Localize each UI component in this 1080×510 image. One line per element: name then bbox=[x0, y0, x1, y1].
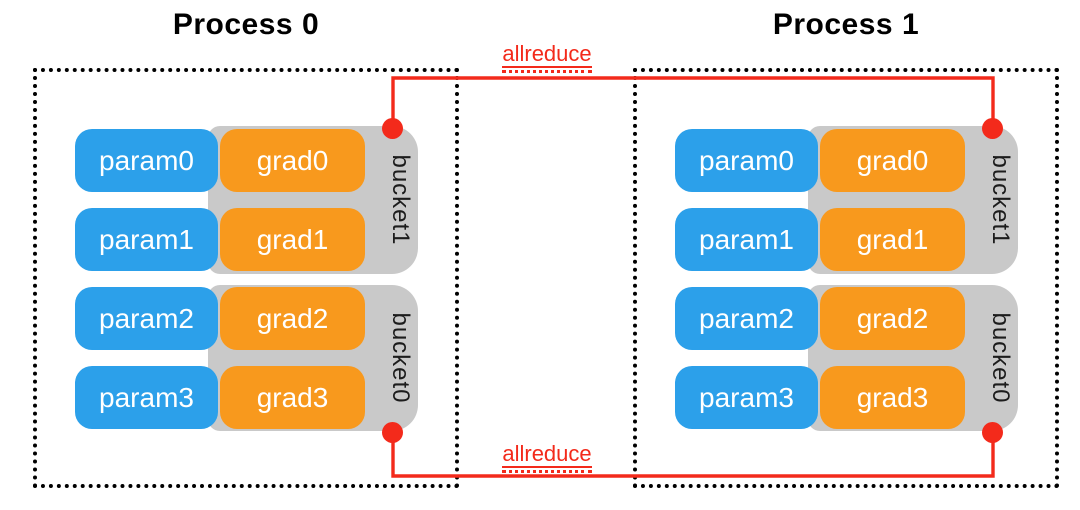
process-1-boundary-box bbox=[633, 68, 1059, 488]
process-0-boundary-box bbox=[33, 68, 459, 488]
process-0-param0: param0 bbox=[75, 129, 218, 192]
process-0-bucket0-label: bucket0 bbox=[387, 312, 414, 404]
process-1-bucket1-label: bucket1 bbox=[987, 154, 1014, 246]
process-0-param1: param1 bbox=[75, 208, 218, 271]
process-1-grad0: grad0 bbox=[820, 129, 965, 192]
process-0-group: Process 0 bucket1 bucket0 param0 grad0 p… bbox=[33, 0, 459, 510]
process-1-param0: param0 bbox=[675, 129, 818, 192]
process-0-bucket1-label: bucket1 bbox=[387, 154, 414, 246]
process-0-grad1: grad1 bbox=[220, 208, 365, 271]
process-0-param3: param3 bbox=[75, 366, 218, 429]
allreduce-top-text: allreduce bbox=[502, 42, 592, 69]
process-0-bucket0-endpoint-dot-icon bbox=[382, 422, 403, 443]
process-0-grad3: grad3 bbox=[220, 366, 365, 429]
process-1-grad1: grad1 bbox=[820, 208, 965, 271]
process-0-grad0: grad0 bbox=[220, 129, 365, 192]
allreduce-label-bottom: allreduce bbox=[397, 442, 697, 474]
process-0-grad2: grad2 bbox=[220, 287, 365, 350]
process-1-param2: param2 bbox=[675, 287, 818, 350]
process-1-bucket0-endpoint-dot-icon bbox=[982, 422, 1003, 443]
process-1-grad3: grad3 bbox=[820, 366, 965, 429]
process-1-bucket1-endpoint-dot-icon bbox=[982, 118, 1003, 139]
process-0-bucket1-endpoint-dot-icon bbox=[382, 118, 403, 139]
process-1-param1: param1 bbox=[675, 208, 818, 271]
process-0-param2: param2 bbox=[75, 287, 218, 350]
process-1-group: Process 1 bucket1 bucket0 param0 grad0 p… bbox=[633, 0, 1059, 510]
process-1-param3: param3 bbox=[675, 366, 818, 429]
process-1-grad2: grad2 bbox=[820, 287, 965, 350]
process-0-title: Process 0 bbox=[172, 8, 320, 41]
process-1-bucket0-label: bucket0 bbox=[987, 312, 1014, 404]
allreduce-bottom-text: allreduce bbox=[502, 442, 592, 469]
process-1-title: Process 1 bbox=[772, 8, 920, 41]
allreduce-label-top: allreduce bbox=[397, 42, 697, 74]
